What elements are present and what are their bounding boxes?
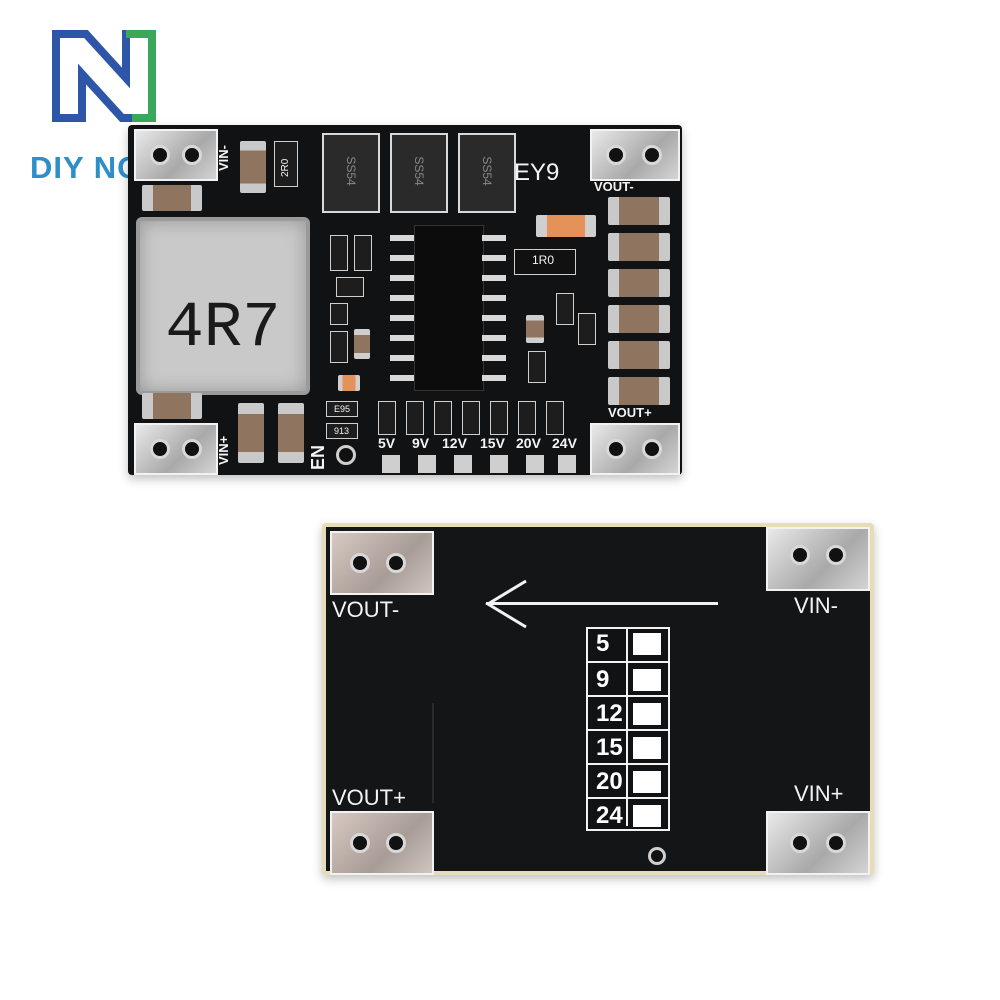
output-capacitor [608,197,670,225]
pad-vout-minus [330,531,434,595]
resistor [330,235,348,271]
mounting-hole-icon [648,847,666,865]
diode: SS54 [390,133,448,213]
resistor [336,277,364,297]
voltage-label-12v: 12V [442,435,467,451]
label-vout-plus: VOUT+ [332,785,406,810]
pad-vin-plus [134,423,218,475]
selector-row-9: 9 [588,661,668,699]
direction-arrow-line [486,602,718,605]
resistor [274,141,298,187]
trace [432,703,434,803]
label-vin-plus: VIN+ [794,781,844,806]
resistor-label: 2R0 [280,158,291,177]
label-vin-minus: VIN- [216,145,231,171]
output-capacitor [608,341,670,369]
capacitor [338,375,360,391]
label-vin-plus: VIN+ [216,435,231,465]
jumper-pad-24v [558,455,576,473]
resistor [326,423,358,439]
jumper-pad-5v [382,455,400,473]
select-resistor [490,401,508,435]
model-label: EY9 [514,159,560,186]
voltage-label-9v: 9V [412,435,430,451]
select-resistor [546,401,564,435]
select-resistor [434,401,452,435]
inductor: 4R7 [136,217,310,395]
capacitor [354,329,370,359]
resistor [578,313,596,345]
output-capacitor [608,377,670,405]
pad-vout-plus [330,811,434,875]
label-vout-minus: VOUT- [332,597,400,622]
select-resistor [462,401,480,435]
diode: SS54 [458,133,516,213]
selector-row-20: 20 [588,763,668,801]
voltage-label-20v: 20V [516,435,541,451]
selector-row-15: 15 [588,729,668,767]
output-capacitor [608,233,670,261]
selector-pad [633,669,661,691]
label-vin-minus: VIN- [794,593,838,618]
inductor-label: 4R7 [165,293,281,365]
select-resistor [406,401,424,435]
controller-ic [414,225,484,391]
diode: SS54 [322,133,380,213]
label-vout-minus: VOUT- [594,179,634,194]
jumper-pad-12v [454,455,472,473]
capacitor [278,403,304,463]
capacitor [526,315,544,343]
voltage-label-15v: 15V [480,435,505,451]
select-resistor [518,401,536,435]
pad-vin-plus [766,811,870,875]
resistor [556,293,574,325]
output-capacitor [608,305,670,333]
diy-now-logo-icon [52,30,156,122]
resistor [354,235,372,271]
arrow-left-icon [485,579,527,629]
top-board: VIN- VIN+ VOUT- VOUT+ EN EY9 4R7 SS54 SS… [128,125,682,475]
voltage-selector-table: 5 9 12 15 20 24 [586,627,670,831]
selector-pad [633,703,661,725]
select-resistor [378,401,396,435]
pad-vout-plus [590,423,680,475]
selector-row-5: 5 [588,629,668,663]
selector-pad [633,737,661,759]
capacitor [240,141,266,193]
capacitor [142,393,202,419]
capacitor-orange [536,215,596,237]
selector-pad [633,771,661,793]
capacitor [142,185,202,211]
resistor [326,401,358,417]
capacitor [238,403,264,463]
jumper-pad-15v [490,455,508,473]
resistor [514,249,576,275]
resistor-label: 1R0 [532,253,555,267]
resistor [330,303,348,325]
voltage-label-24v: 24V [552,435,577,451]
resistor [528,351,546,383]
label-vout-plus: VOUT+ [608,405,652,420]
jumper-pad-9v [418,455,436,473]
selector-pad [633,633,661,655]
selector-row-12: 12 [588,695,668,733]
output-capacitor [608,269,670,297]
voltage-label-5v: 5V [378,435,396,451]
selector-pad [633,805,661,827]
resistor [330,331,348,363]
resistor-label: 913 [334,426,350,436]
en-hole-icon [336,445,356,465]
resistor-label: E95 [334,404,351,414]
bottom-board: VOUT- VIN- VOUT+ VIN+ 5 9 12 15 20 24 [322,523,874,875]
selector-row-24: 24 [588,797,668,829]
jumper-pad-20v [526,455,544,473]
pad-vout-minus [590,129,680,181]
pad-vin-minus [766,527,870,591]
label-en: EN [308,444,328,470]
pad-vin-minus [134,129,218,181]
